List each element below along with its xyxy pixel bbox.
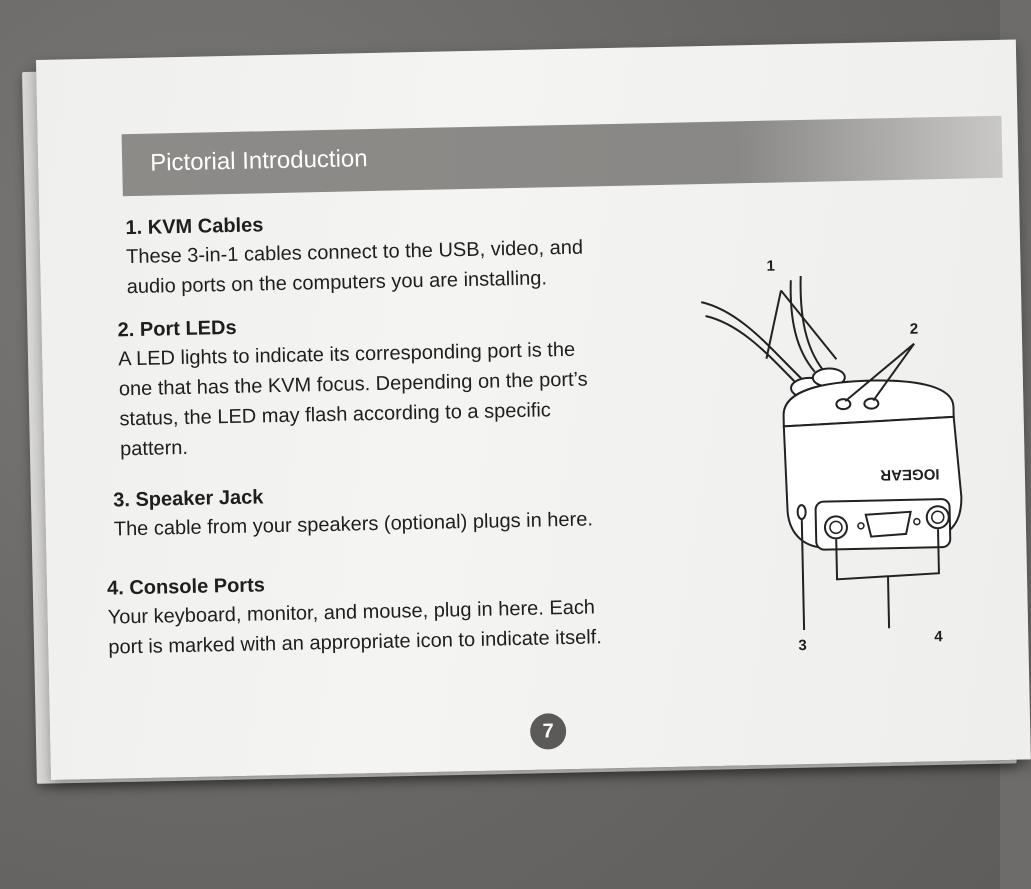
callout-line	[872, 343, 915, 402]
brand-logo: IOGEAR	[880, 465, 940, 483]
speaker-jack-icon	[796, 504, 807, 521]
callout-number: 2	[910, 321, 919, 338]
cable-line	[799, 276, 824, 371]
callout-number: 4	[934, 628, 943, 645]
section-speaker-jack: 3. Speaker Jack The cable from your spea…	[113, 474, 694, 544]
section-body: A LED lights to indicate its correspondi…	[118, 338, 588, 461]
callout-number: 1	[766, 258, 775, 275]
section-body: Your keyboard, monitor, and mouse, plug …	[107, 596, 603, 659]
section-port-leds: 2. Port LEDs A LED lights to indicate it…	[117, 305, 680, 465]
callout-line	[765, 290, 782, 359]
led-indicator-icon	[863, 397, 880, 410]
screw-icon	[913, 517, 921, 526]
kvm-switch-diagram: IOGEAR 1 2 3 4	[700, 258, 963, 654]
callout-line	[844, 342, 915, 402]
page-number-badge: 7	[529, 713, 567, 750]
section-body: These 3-in-1 cables connect to the USB, …	[125, 236, 584, 299]
console-port-icon	[829, 520, 843, 535]
cable-line	[705, 315, 806, 393]
callout-line	[886, 576, 891, 629]
vga-port-icon	[864, 510, 912, 538]
screw-icon	[857, 522, 865, 530]
page-title: Pictorial Introduction	[149, 145, 368, 177]
section-console-ports: 4. Console Ports Your keyboard, monitor,…	[107, 562, 709, 663]
manual-page: Pictorial Introduction 1. KVM Cables The…	[36, 39, 1031, 780]
callout-line	[800, 520, 806, 631]
cable-line	[789, 280, 816, 373]
callout-line	[780, 289, 838, 360]
led-indicator-icon	[835, 398, 852, 411]
section-header-bar: Pictorial Introduction	[121, 115, 1003, 197]
callout-number: 3	[798, 637, 807, 654]
cable-line	[700, 301, 804, 381]
console-port-icon	[931, 510, 945, 524]
section-kvm-cables: 1. KVM Cables These 3-in-1 cables connec…	[125, 202, 687, 302]
